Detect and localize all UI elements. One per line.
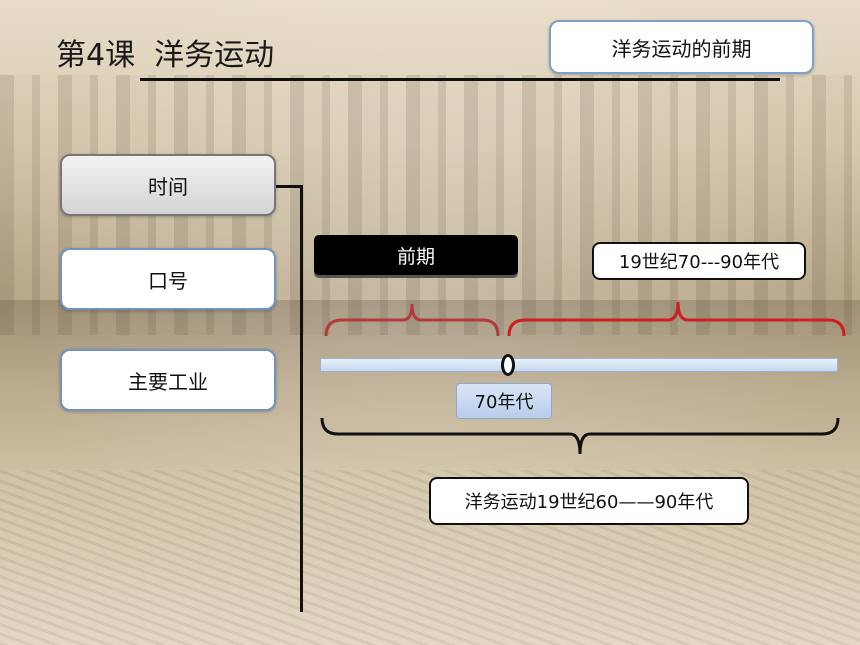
sidebar-item-slogan[interactable]: 口号 — [60, 248, 276, 310]
timeline-bar — [320, 358, 838, 372]
period-range-box[interactable]: 19世纪70---90年代 — [592, 242, 806, 280]
connector-line — [276, 185, 303, 188]
seventies-marker[interactable]: 70年代 — [456, 383, 552, 419]
vertical-divider — [300, 186, 303, 612]
title-underline — [140, 78, 780, 81]
sidebar-item-time[interactable]: 时间 — [60, 154, 276, 216]
header-box[interactable]: 洋务运动的前期 — [549, 20, 814, 74]
summary-box[interactable]: 洋务运动19世纪60——90年代 — [429, 477, 749, 525]
early-period-label[interactable]: 前期 — [314, 235, 518, 275]
sidebar-item-industry[interactable]: 主要工业 — [60, 349, 276, 411]
timeline-knob[interactable] — [501, 354, 515, 376]
slide-title: 第4课 洋务运动 — [56, 38, 275, 73]
